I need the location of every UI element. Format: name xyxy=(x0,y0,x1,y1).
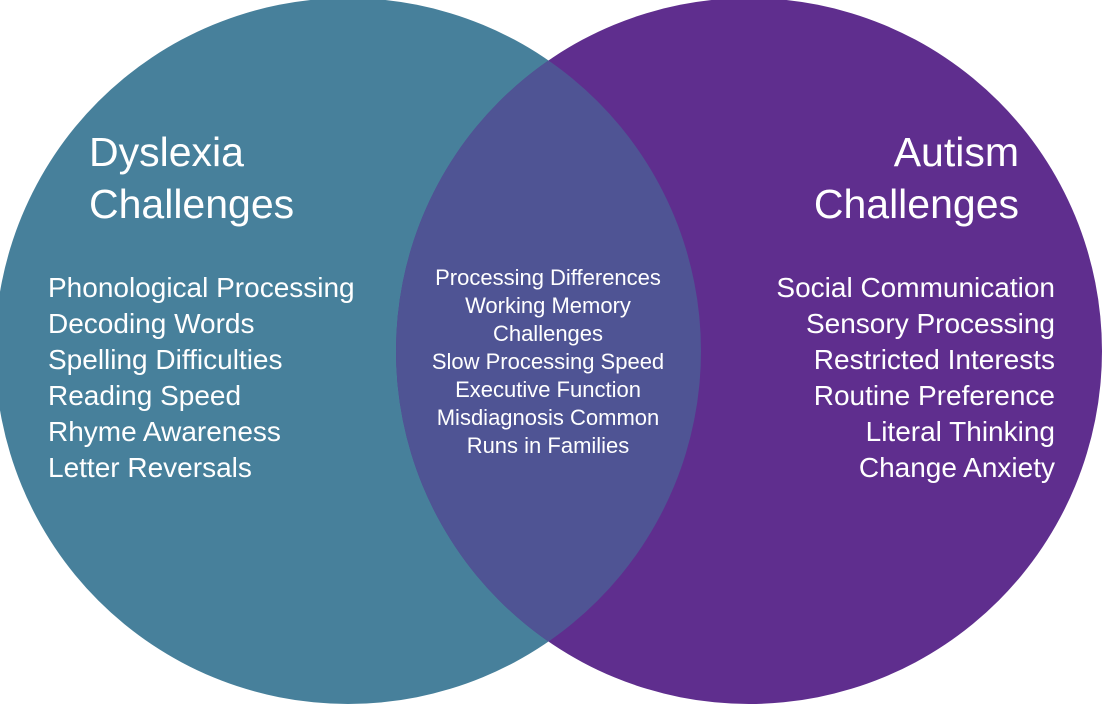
list-item: Social Communication xyxy=(776,272,1055,303)
left-circle-title: Dyslexia Challenges xyxy=(89,129,295,227)
list-item: Working Memory Challenges xyxy=(465,293,631,346)
overlap-items: Processing Differences Working Memory Ch… xyxy=(423,264,673,460)
list-item: Processing Differences xyxy=(435,265,661,290)
list-item: Restricted Interests xyxy=(813,344,1055,375)
list-item: Phonological Processing xyxy=(48,272,355,303)
list-item: Change Anxiety xyxy=(858,452,1055,483)
right-circle-title: Autism Challenges xyxy=(813,129,1019,227)
list-item: Executive Function xyxy=(455,377,641,402)
list-item: Routine Preference xyxy=(813,380,1055,411)
list-item: Letter Reversals xyxy=(48,452,252,483)
list-item: Rhyme Awareness xyxy=(48,416,281,447)
list-item: Runs in Families xyxy=(466,433,630,458)
list-item: Literal Thinking xyxy=(865,416,1055,447)
list-item: Sensory Processing xyxy=(805,308,1055,339)
list-item: Slow Processing Speed xyxy=(431,349,665,374)
list-item: Decoding Words xyxy=(48,308,255,339)
list-item: Spelling Difficulties xyxy=(48,344,283,375)
list-item: Misdiagnosis Common xyxy=(436,405,660,430)
overlap-lens xyxy=(396,0,701,704)
right-circle-items: Social Communication Sensory Processing … xyxy=(695,270,1055,486)
list-item: Reading Speed xyxy=(48,380,242,411)
left-circle-items: Phonological Processing Decoding Words S… xyxy=(48,270,408,486)
